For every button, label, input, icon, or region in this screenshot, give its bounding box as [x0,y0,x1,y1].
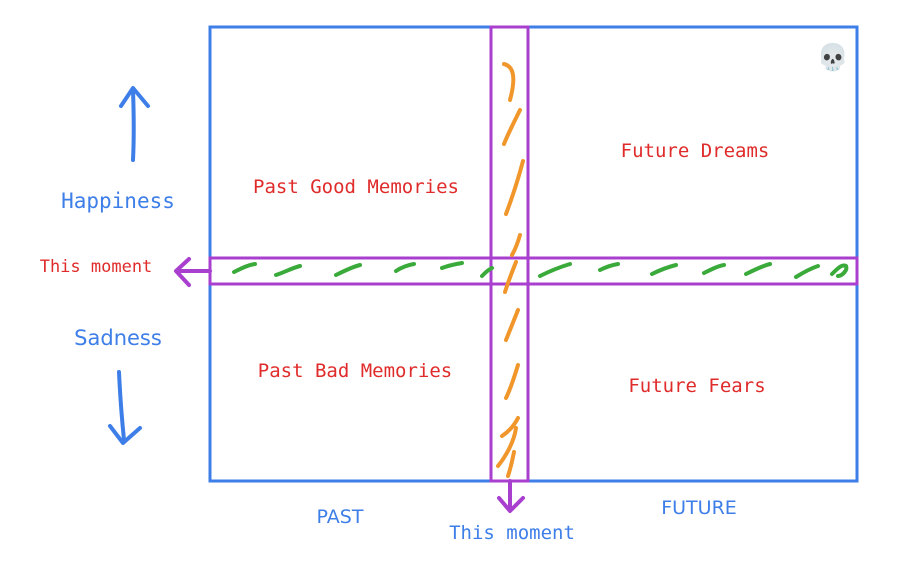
past-label: PAST [317,506,364,528]
left-moment-arrow-icon [174,257,212,287]
skull-icon: 💀 [817,42,849,73]
happiness-arrow-icon [119,86,150,162]
bottom-moment-arrow-icon [497,479,525,513]
bottom-this-moment-label: This moment [449,522,575,544]
happiness-label: Happiness [61,189,175,213]
horizontal-moment-band [208,256,859,286]
left-this-moment-label: This moment [40,257,153,277]
sadness-arrow-icon [108,370,142,445]
past-good-memories-label: Past Good Memories [253,176,459,198]
future-fears-label: Future Fears [628,375,765,397]
horizontal-dashes [232,261,849,279]
sadness-label: Sadness [74,326,162,350]
future-dreams-label: Future Dreams [621,140,770,162]
vertical-dashes [496,62,525,478]
future-label: FUTURE [661,497,737,519]
main-frame [208,25,859,483]
past-bad-memories-label: Past Bad Memories [258,360,452,382]
